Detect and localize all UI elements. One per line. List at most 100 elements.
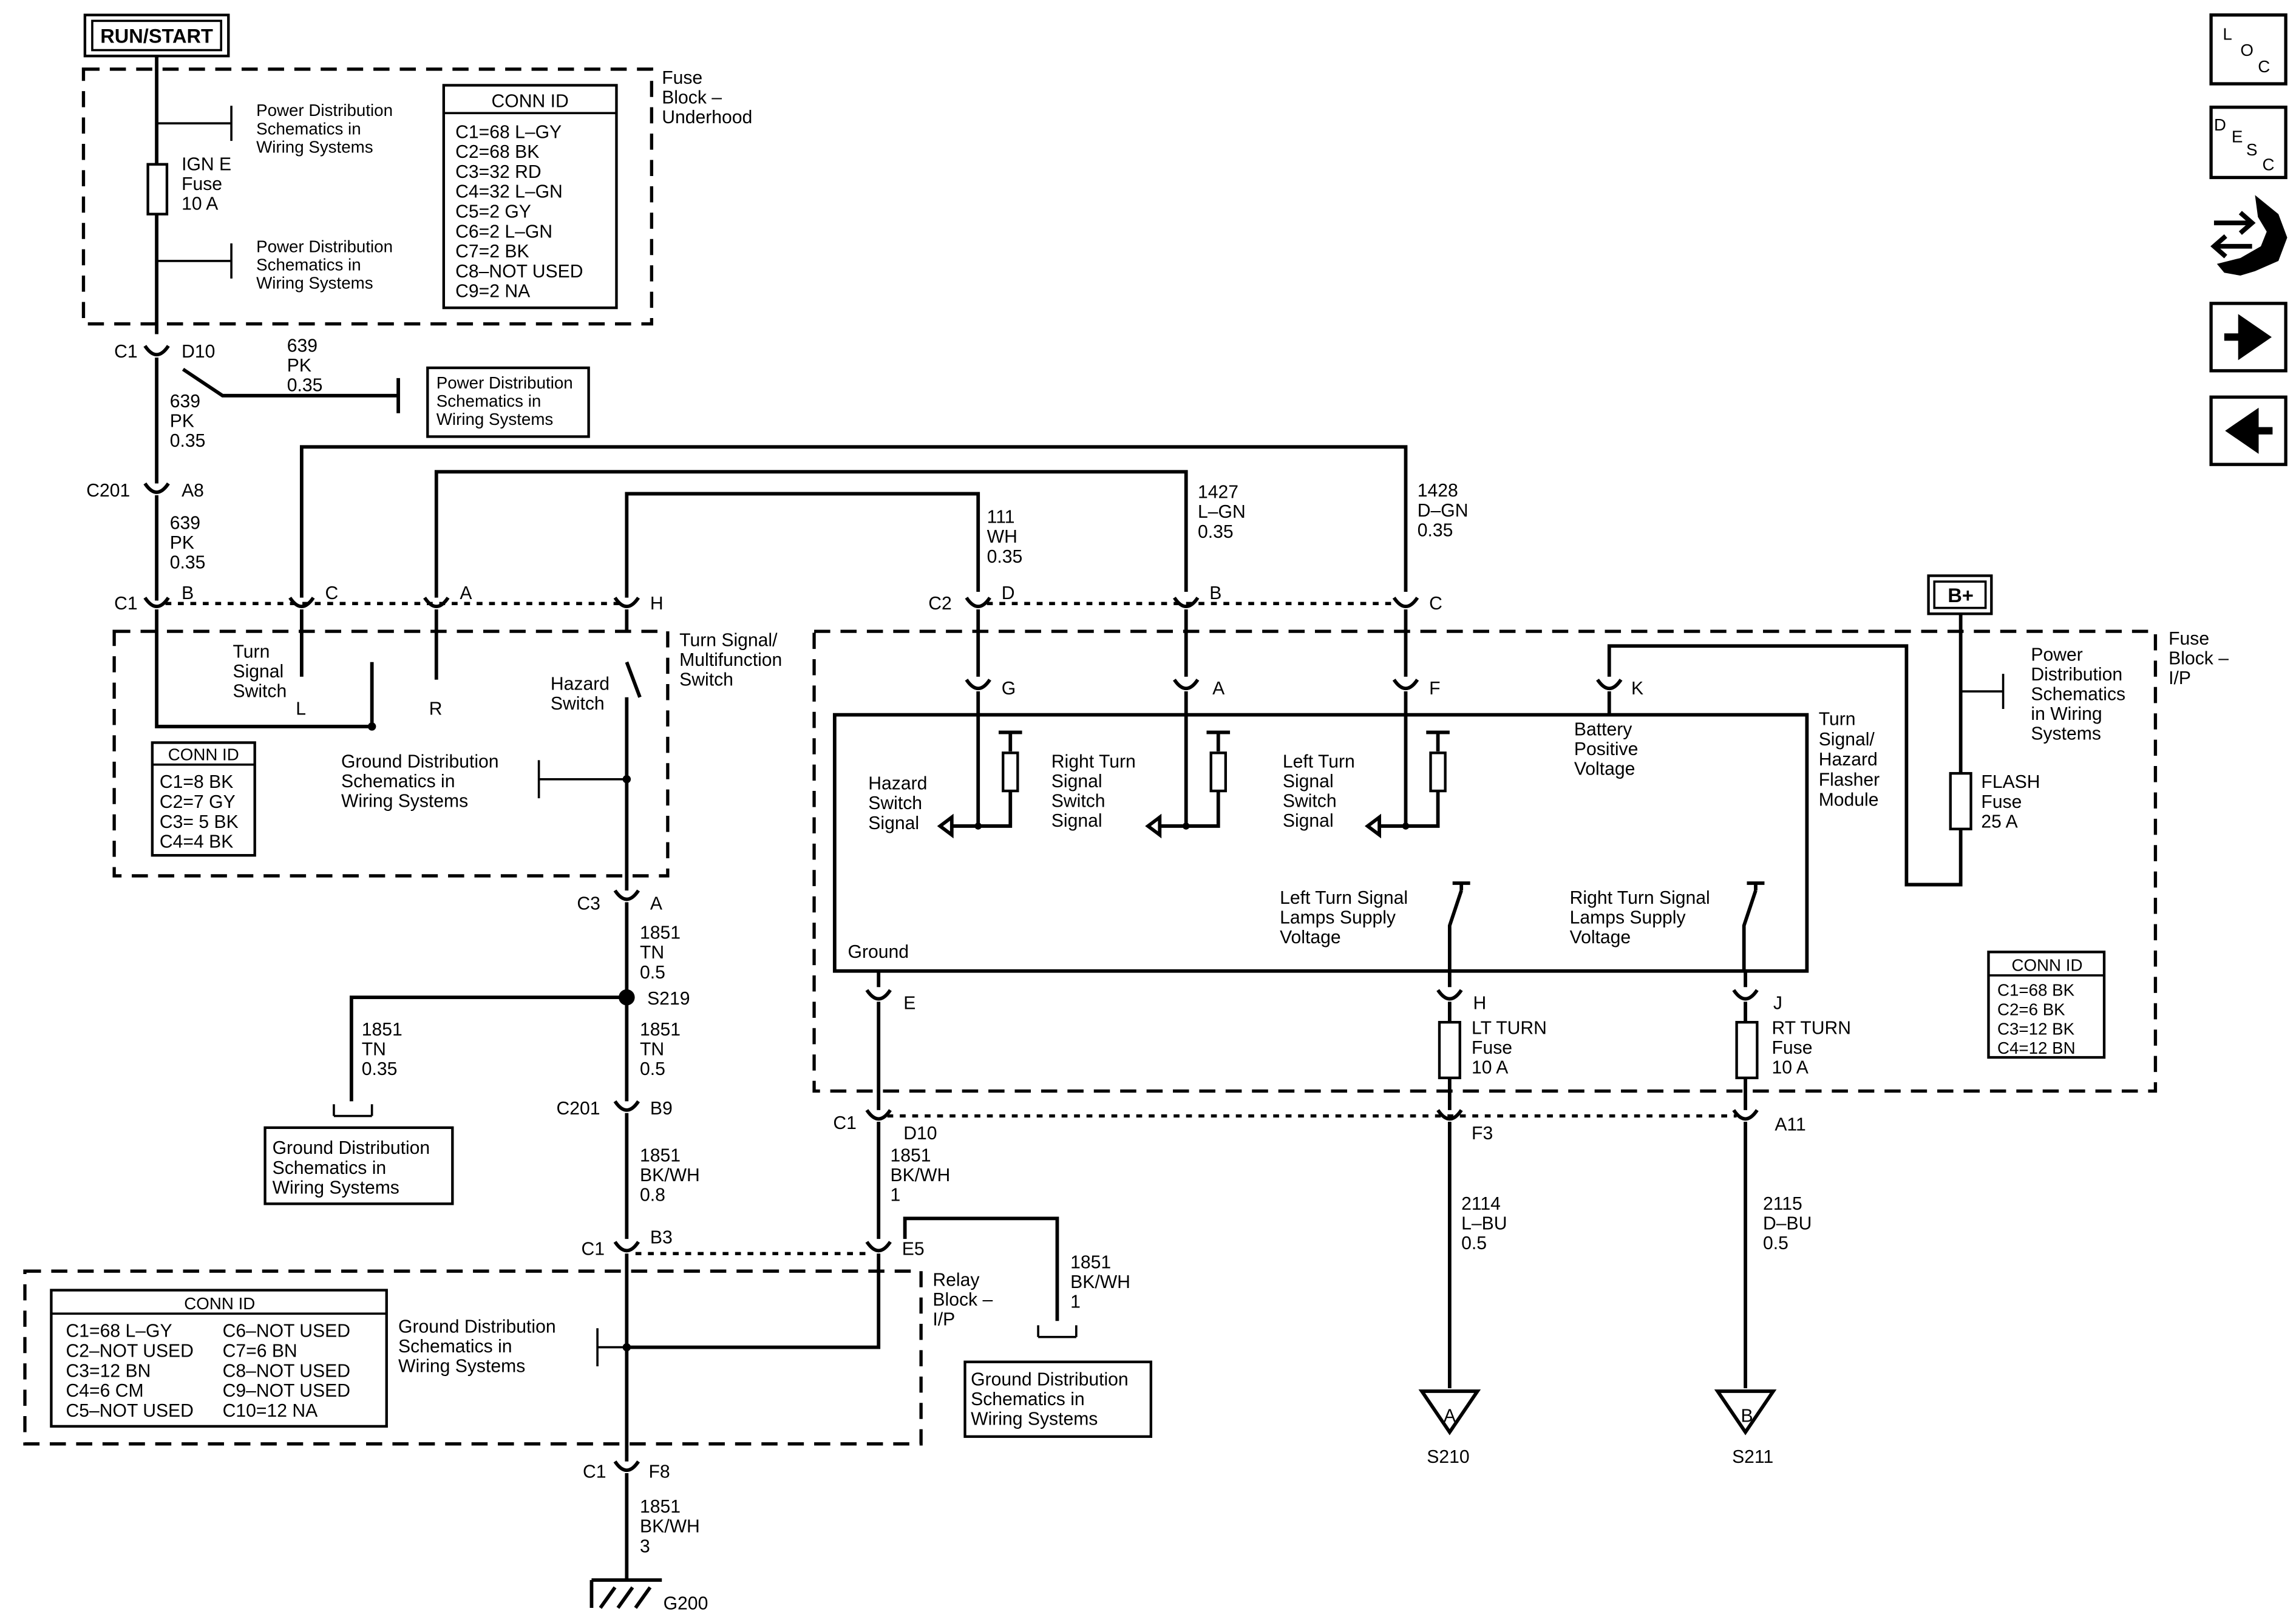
- wire-1851e-label-line: 1851: [890, 1145, 931, 1165]
- underhood-conn-id-row-line: C1=68 L–GY: [455, 122, 562, 142]
- wire-1428-label-line: D–GN: [1418, 501, 1469, 521]
- ground-ref2-line: Schematics in: [971, 1389, 1085, 1409]
- wire-1851b-label-line: TN: [362, 1039, 386, 1059]
- switch-c1-label: C1: [114, 594, 138, 614]
- switch-conn-id-row-line: C2=7 GY: [160, 792, 236, 812]
- b-plus-power-ref-line: in Wiring: [2031, 704, 2102, 724]
- arrow-left-icon[interactable]: [2225, 407, 2273, 454]
- ip-c2-pin-d: D: [1002, 583, 1015, 603]
- hazard-switch-signal-label-line: Switch: [868, 793, 922, 813]
- flasher-module-title-line: Flasher: [1819, 770, 1880, 790]
- ip-conn-id-row-line: C3=12 BK: [1997, 1019, 2075, 1038]
- left-turn-signal-arrow: [1364, 813, 1381, 839]
- ip-c1-label: C1: [833, 1113, 857, 1133]
- wire-1427-bus: [434, 470, 1188, 598]
- arrow-right-icon[interactable]: [2224, 314, 2272, 361]
- loc-button[interactable]: LOC: [2209, 13, 2288, 86]
- fuse-block-underhood-outline: [81, 67, 653, 326]
- ip-c2-pin-b: B: [1209, 583, 1221, 603]
- loc-letter: O: [2240, 41, 2254, 59]
- power-ref-branch-box: [426, 366, 590, 438]
- fuse-block-underhood-title-line: Underhood: [662, 107, 752, 127]
- rt-turn-fuse-label-line: RT TURN: [1772, 1018, 1852, 1038]
- switch-pin-c: C: [325, 583, 338, 603]
- ip-c1-terminal-0: [865, 1109, 892, 1121]
- fuse-block-ip-title-line: Fuse: [2169, 629, 2209, 649]
- forward-button[interactable]: [2209, 302, 2288, 373]
- flash-fuse: [1949, 771, 1972, 830]
- ip-c2-pin-D: [965, 596, 991, 608]
- relay-conn-id-left-line: C2–NOT USED: [66, 1341, 194, 1361]
- module-pin-G: [965, 679, 991, 691]
- loc-button-frame[interactable]: [2209, 13, 2288, 86]
- module-bottom-pin-H: [1436, 989, 1463, 1001]
- wire-639-lower-label-line: 639: [170, 513, 200, 533]
- flasher-module-title-line: Hazard: [1819, 750, 1878, 770]
- battery-positive-label-line: Battery: [1574, 719, 1632, 739]
- relay-ground-ref-line: Wiring Systems: [398, 1357, 525, 1377]
- run-start-inner-box: [91, 19, 223, 52]
- c201-b9-terminal: [613, 1100, 640, 1112]
- wire-111-label-line: WH: [987, 527, 1017, 547]
- ip-conn-id-table: [1987, 951, 2106, 1059]
- fuse-block-underhood-title-line: Fuse: [662, 68, 702, 88]
- flasher-module-box: [832, 713, 1809, 973]
- relay-c1-label: C1: [582, 1239, 605, 1259]
- output-a-letter: A: [1444, 1406, 1456, 1426]
- c1-bottom-label: C1: [583, 1462, 606, 1482]
- module-pin-e: E: [903, 993, 915, 1013]
- power-ref-branch-line: Schematics in: [436, 392, 542, 410]
- back-button[interactable]: [2209, 395, 2288, 466]
- b-plus-ref-tap: [1960, 674, 2005, 709]
- turn-switch-contact: [367, 722, 376, 731]
- underhood-conn-id-title: CONN ID: [492, 92, 569, 112]
- switch-ground-ref-line: Wiring Systems: [341, 792, 468, 812]
- hazard-ground-tap: [537, 760, 627, 799]
- module-pin-g: G: [1002, 679, 1016, 699]
- b-plus-power-ref-line: Systems: [2031, 724, 2101, 744]
- relay-conn-id-title: CONN ID: [184, 1294, 255, 1313]
- ground-ref2-line: Ground Distribution: [971, 1369, 1129, 1389]
- desc-button-frame[interactable]: [2209, 106, 2288, 180]
- c3-a-terminal: [613, 889, 640, 901]
- underhood-conn-id-row-line: C4=32 L–GN: [455, 182, 563, 202]
- ip-c2-label: C2: [928, 594, 952, 614]
- loc-letter: C: [2258, 57, 2270, 76]
- wire-1851a-label-line: 0.5: [640, 963, 665, 983]
- rt-turn-fuse-label-line: 10 A: [1772, 1058, 1809, 1078]
- wire-1851g-label-line: 3: [640, 1536, 650, 1556]
- module-pin-f: F: [1429, 679, 1440, 699]
- left-turn-signal-pullup: [1405, 730, 1450, 828]
- repair-button[interactable]: [2210, 195, 2288, 276]
- wire-111-bus: [625, 492, 980, 598]
- multifunction-switch-title-line: Turn Signal/: [679, 630, 778, 650]
- ground-ref2-line: Wiring Systems: [971, 1409, 1098, 1429]
- relay-block-title-line: I/P: [932, 1309, 955, 1329]
- underhood-c1-label: C1: [114, 342, 138, 362]
- module-pin-F: [1392, 679, 1419, 691]
- left-turn-signal-label-line: Signal: [1283, 811, 1334, 831]
- module-bottom-pin-J: [1732, 989, 1759, 1001]
- multifunction-switch-title-line: Switch: [679, 670, 733, 690]
- ground-ref1-ground-symbol: [333, 1104, 373, 1117]
- wire-1851b-label-line: 0.35: [362, 1059, 398, 1079]
- turn-signal-switch-label-line: Switch: [233, 682, 287, 702]
- lt-supply-label-line: Voltage: [1280, 927, 1341, 947]
- relay-conn-id-left-line: C4=6 CM: [66, 1381, 144, 1401]
- ground-ref1-line: Schematics in: [273, 1158, 387, 1178]
- f8-label: F8: [649, 1462, 670, 1482]
- ip-c1-a11-label: A11: [1775, 1115, 1805, 1135]
- swap-arrows-icon[interactable]: [2210, 211, 2256, 259]
- switch-c1-pin-H: [613, 596, 640, 608]
- ign-e-fuse-label-line: 10 A: [182, 194, 219, 214]
- ground-ref2-box: [963, 1360, 1152, 1438]
- wrench-icon[interactable]: [2216, 195, 2288, 276]
- lt-supply-label-line: Lamps Supply: [1280, 907, 1396, 927]
- wire-1851b-label-line: 1851: [362, 1020, 402, 1040]
- ip-c2-to-module-wires: [976, 609, 1408, 677]
- wire-1851f-label-line: BK/WH: [1070, 1272, 1130, 1292]
- module-pin-h: H: [1473, 993, 1486, 1013]
- output-b-triangle: [1714, 1389, 1777, 1436]
- power-ref2-line: Schematics in: [256, 256, 361, 274]
